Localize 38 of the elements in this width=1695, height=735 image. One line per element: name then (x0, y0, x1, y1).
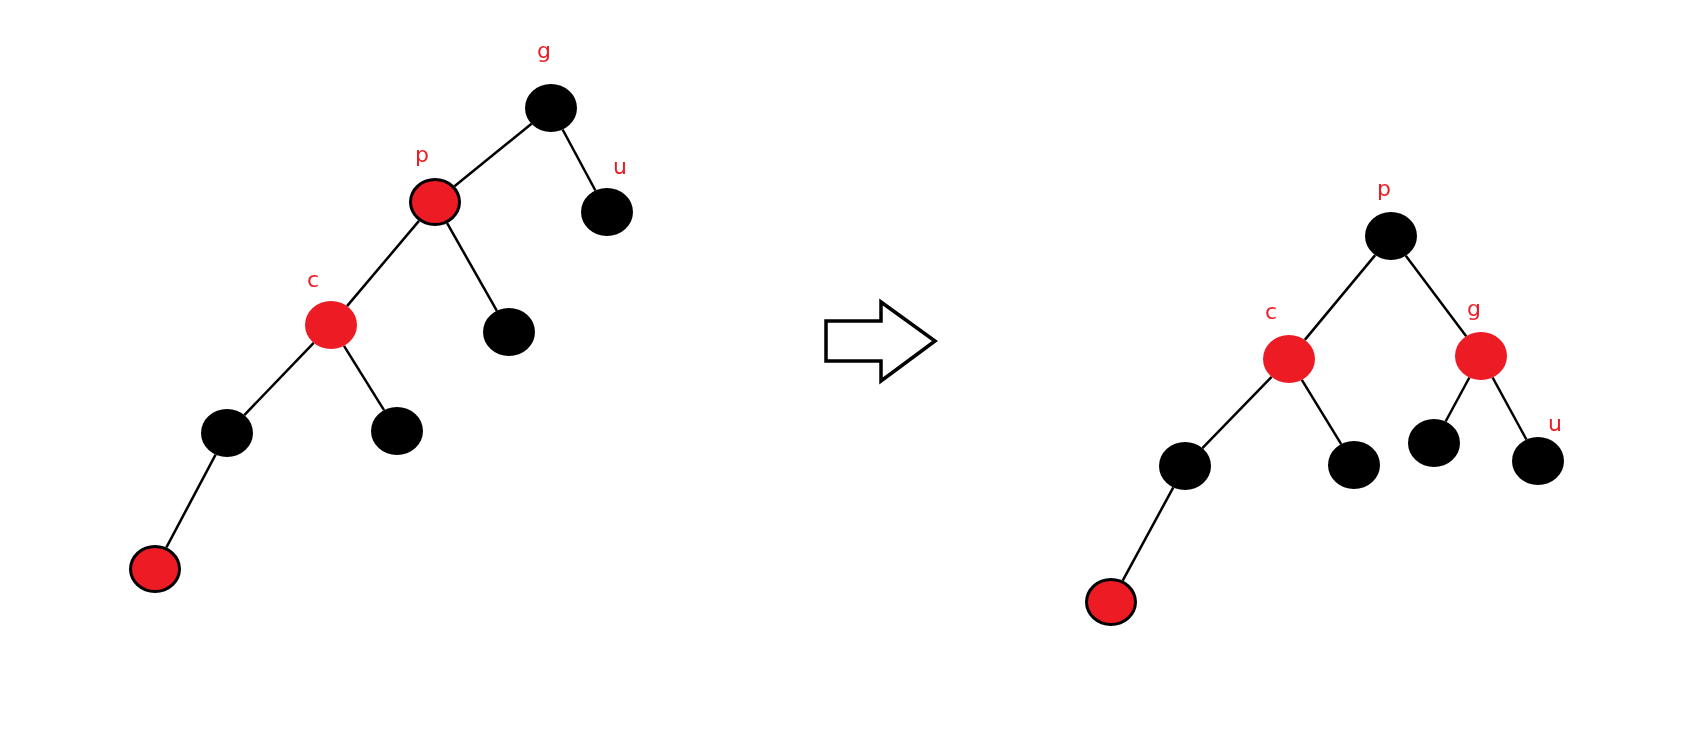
tree-edge (1404, 254, 1468, 338)
tree-node-circle (1085, 578, 1137, 626)
tree-edge (346, 220, 420, 307)
node-label: u (613, 156, 627, 178)
node-label: p (1377, 178, 1391, 200)
tree-node-circle (483, 308, 535, 356)
tree-node-circle (305, 301, 357, 349)
tree-edge (1201, 376, 1273, 449)
tree-node-circle (129, 545, 181, 593)
tree-edge (165, 454, 217, 548)
tree-edge (1300, 379, 1343, 445)
tree-node-circle (371, 407, 423, 455)
tree-edge (453, 122, 533, 188)
tree-edge (1303, 254, 1377, 341)
tree-node-circle (1365, 212, 1417, 260)
node-label: g (537, 40, 551, 62)
tree-node-circle (1159, 442, 1211, 490)
node-label: p (415, 144, 429, 166)
tree-edge (243, 342, 315, 416)
tree-edge (1444, 376, 1471, 423)
tree-node-circle (409, 178, 461, 226)
tree-edge (1491, 376, 1528, 441)
tree-edge (342, 345, 386, 411)
tree-node-circle (1263, 335, 1315, 383)
node-label: c (1265, 301, 1278, 323)
tree-edge (561, 128, 597, 192)
tree-node-circle (1408, 419, 1460, 467)
node-label: u (1548, 413, 1562, 435)
tree-node-circle (1512, 437, 1564, 485)
tree-edge (446, 222, 498, 312)
node-label: g (1467, 298, 1481, 320)
tree-node-circle (1455, 332, 1507, 380)
tree-node-circle (1328, 441, 1380, 489)
tree-node-circle (201, 409, 253, 457)
tree-node-circle (525, 84, 577, 132)
node-label: c (307, 269, 320, 291)
tree-edge (1121, 486, 1175, 582)
tree-node-circle (581, 188, 633, 236)
